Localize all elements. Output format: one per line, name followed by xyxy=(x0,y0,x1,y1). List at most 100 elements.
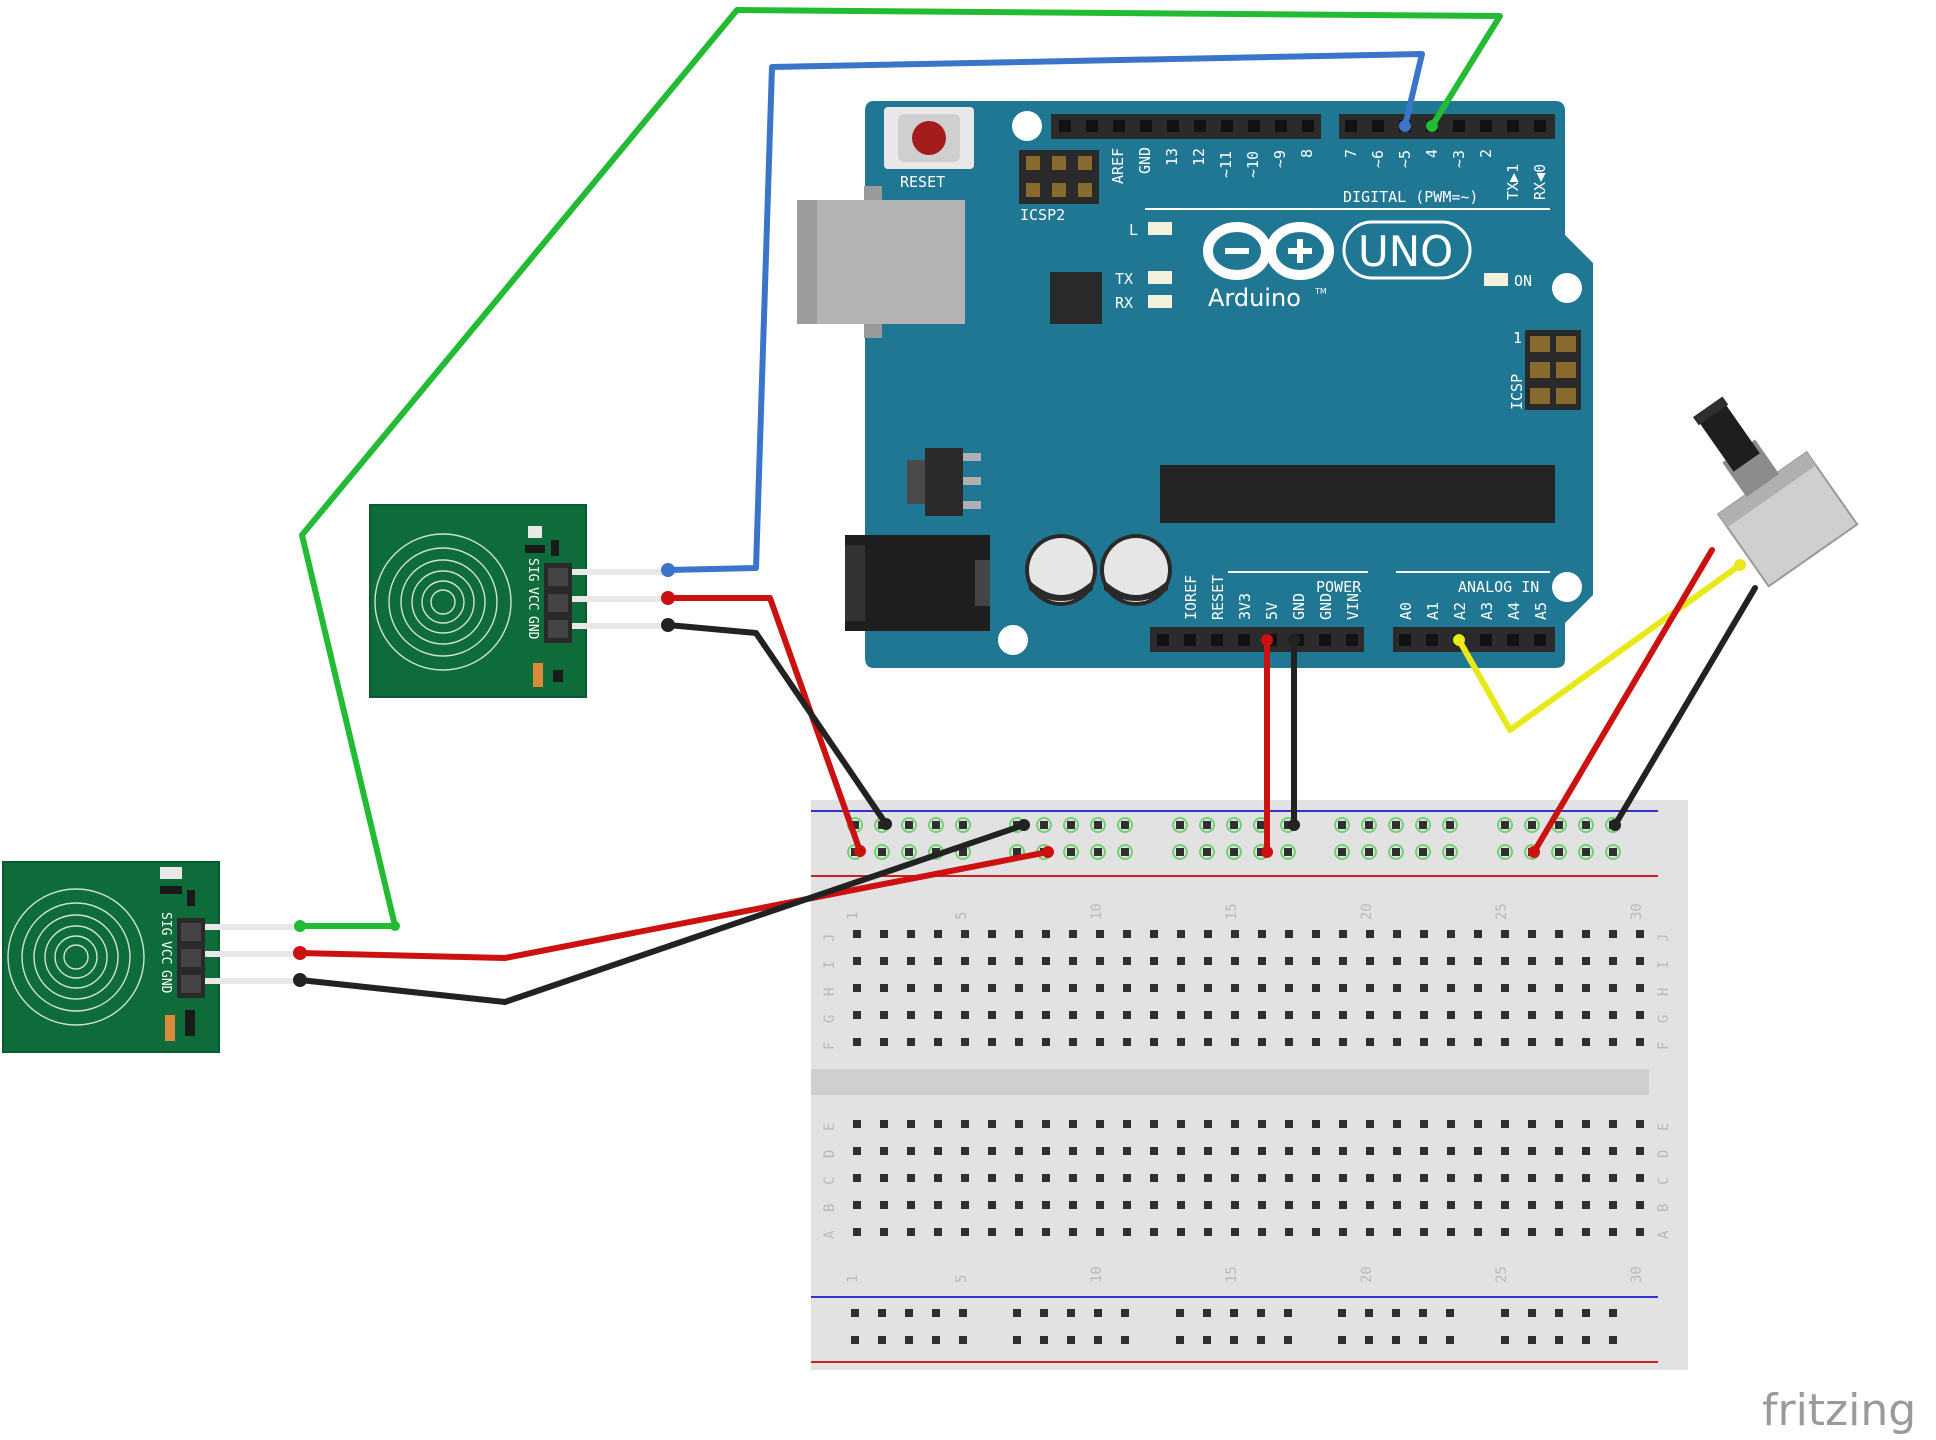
breadboard-hole[interactable] xyxy=(1069,1174,1077,1182)
breadboard-hole[interactable] xyxy=(1069,1201,1077,1209)
breadboard-hole[interactable] xyxy=(1501,1120,1509,1128)
breadboard-hole[interactable] xyxy=(1339,1174,1347,1182)
breadboard-hole[interactable] xyxy=(1015,1147,1023,1155)
rail-hole[interactable] xyxy=(1067,1336,1075,1344)
header-pin[interactable] xyxy=(1345,120,1357,132)
breadboard-hole[interactable] xyxy=(1312,930,1320,938)
breadboard-hole[interactable] xyxy=(1366,1120,1374,1128)
breadboard-hole[interactable] xyxy=(1231,957,1239,965)
breadboard-hole[interactable] xyxy=(934,1011,942,1019)
breadboard-hole[interactable] xyxy=(1312,1147,1320,1155)
breadboard-hole[interactable] xyxy=(1393,1120,1401,1128)
breadboard-hole[interactable] xyxy=(961,1011,969,1019)
breadboard-hole[interactable] xyxy=(1636,1174,1644,1182)
breadboard-hole[interactable] xyxy=(1150,930,1158,938)
rail-hole[interactable] xyxy=(1446,1336,1454,1344)
breadboard-hole[interactable] xyxy=(853,1038,861,1046)
breadboard-hole[interactable] xyxy=(1366,1228,1374,1236)
breadboard-hole[interactable] xyxy=(1636,1011,1644,1019)
breadboard-hole[interactable] xyxy=(1231,1201,1239,1209)
breadboard-hole[interactable] xyxy=(988,957,996,965)
breadboard-hole[interactable] xyxy=(1393,930,1401,938)
breadboard-hole[interactable] xyxy=(1420,1120,1428,1128)
breadboard-hole[interactable] xyxy=(1582,1174,1590,1182)
rail-hole[interactable] xyxy=(1392,1336,1400,1344)
breadboard-hole[interactable] xyxy=(1042,1201,1050,1209)
header-pin[interactable] xyxy=(1211,634,1223,646)
header-pin[interactable] xyxy=(1399,634,1411,646)
header-pin[interactable] xyxy=(1140,120,1152,132)
breadboard-hole[interactable] xyxy=(1069,1120,1077,1128)
breadboard-hole[interactable] xyxy=(1339,957,1347,965)
rail-hole[interactable] xyxy=(1067,848,1075,856)
breadboard-hole[interactable] xyxy=(1015,1120,1023,1128)
breadboard-hole[interactable] xyxy=(1528,1174,1536,1182)
rail-hole[interactable] xyxy=(1040,1336,1048,1344)
breadboard-hole[interactable] xyxy=(1150,984,1158,992)
breadboard-hole[interactable] xyxy=(1123,1011,1131,1019)
breadboard-hole[interactable] xyxy=(1393,1228,1401,1236)
breadboard-hole[interactable] xyxy=(1015,930,1023,938)
rail-hole[interactable] xyxy=(1121,821,1129,829)
breadboard-hole[interactable] xyxy=(988,984,996,992)
rail-hole[interactable] xyxy=(1392,1309,1400,1317)
rail-hole[interactable] xyxy=(1121,1336,1129,1344)
breadboard-hole[interactable] xyxy=(1366,1147,1374,1155)
rail-hole[interactable] xyxy=(1555,1336,1563,1344)
breadboard-hole[interactable] xyxy=(1636,1147,1644,1155)
breadboard-hole[interactable] xyxy=(1150,957,1158,965)
breadboard-hole[interactable] xyxy=(1096,1038,1104,1046)
breadboard-hole[interactable] xyxy=(1501,1038,1509,1046)
header-pin[interactable] xyxy=(1238,634,1250,646)
breadboard-hole[interactable] xyxy=(1150,1174,1158,1182)
breadboard-hole[interactable] xyxy=(1366,930,1374,938)
breadboard-hole[interactable] xyxy=(1285,1038,1293,1046)
breadboard-hole[interactable] xyxy=(1528,1201,1536,1209)
breadboard-hole[interactable] xyxy=(1582,1038,1590,1046)
breadboard-hole[interactable] xyxy=(1555,1038,1563,1046)
breadboard-hole[interactable] xyxy=(1555,1174,1563,1182)
breadboard-hole[interactable] xyxy=(1420,984,1428,992)
breadboard-hole[interactable] xyxy=(1177,1174,1185,1182)
breadboard-hole[interactable] xyxy=(1420,1201,1428,1209)
breadboard-hole[interactable] xyxy=(1582,930,1590,938)
breadboard-hole[interactable] xyxy=(1096,930,1104,938)
breadboard-hole[interactable] xyxy=(1609,930,1617,938)
breadboard-hole[interactable] xyxy=(853,1174,861,1182)
breadboard-hole[interactable] xyxy=(1258,1228,1266,1236)
breadboard-hole[interactable] xyxy=(907,1147,915,1155)
breadboard-hole[interactable] xyxy=(988,1201,996,1209)
rail-hole[interactable] xyxy=(959,821,967,829)
breadboard-hole[interactable] xyxy=(1150,1011,1158,1019)
breadboard-hole[interactable] xyxy=(961,1201,969,1209)
breadboard-hole[interactable] xyxy=(907,1201,915,1209)
breadboard-hole[interactable] xyxy=(907,957,915,965)
rail-hole[interactable] xyxy=(1121,1309,1129,1317)
breadboard-hole[interactable] xyxy=(1447,1011,1455,1019)
breadboard-hole[interactable] xyxy=(988,1011,996,1019)
breadboard-hole[interactable] xyxy=(1312,957,1320,965)
breadboard-hole[interactable] xyxy=(1609,1038,1617,1046)
header-pin[interactable] xyxy=(1453,120,1465,132)
breadboard-hole[interactable] xyxy=(880,1120,888,1128)
breadboard-hole[interactable] xyxy=(1312,1228,1320,1236)
breadboard-hole[interactable] xyxy=(1015,1201,1023,1209)
breadboard-hole[interactable] xyxy=(1501,1147,1509,1155)
rail-hole[interactable] xyxy=(1555,1309,1563,1317)
breadboard-hole[interactable] xyxy=(961,1174,969,1182)
breadboard-hole[interactable] xyxy=(1123,930,1131,938)
breadboard-hole[interactable] xyxy=(1555,1228,1563,1236)
breadboard-hole[interactable] xyxy=(1231,1120,1239,1128)
breadboard-hole[interactable] xyxy=(1420,1038,1428,1046)
breadboard-hole[interactable] xyxy=(1069,984,1077,992)
breadboard-hole[interactable] xyxy=(1420,1174,1428,1182)
breadboard-hole[interactable] xyxy=(907,984,915,992)
breadboard-hole[interactable] xyxy=(934,1147,942,1155)
breadboard-hole[interactable] xyxy=(880,984,888,992)
breadboard-hole[interactable] xyxy=(1177,957,1185,965)
rail-hole[interactable] xyxy=(1203,821,1211,829)
rail-hole[interactable] xyxy=(1257,821,1265,829)
rail-hole[interactable] xyxy=(1528,1309,1536,1317)
breadboard-hole[interactable] xyxy=(1366,957,1374,965)
rail-hole[interactable] xyxy=(1284,1309,1292,1317)
